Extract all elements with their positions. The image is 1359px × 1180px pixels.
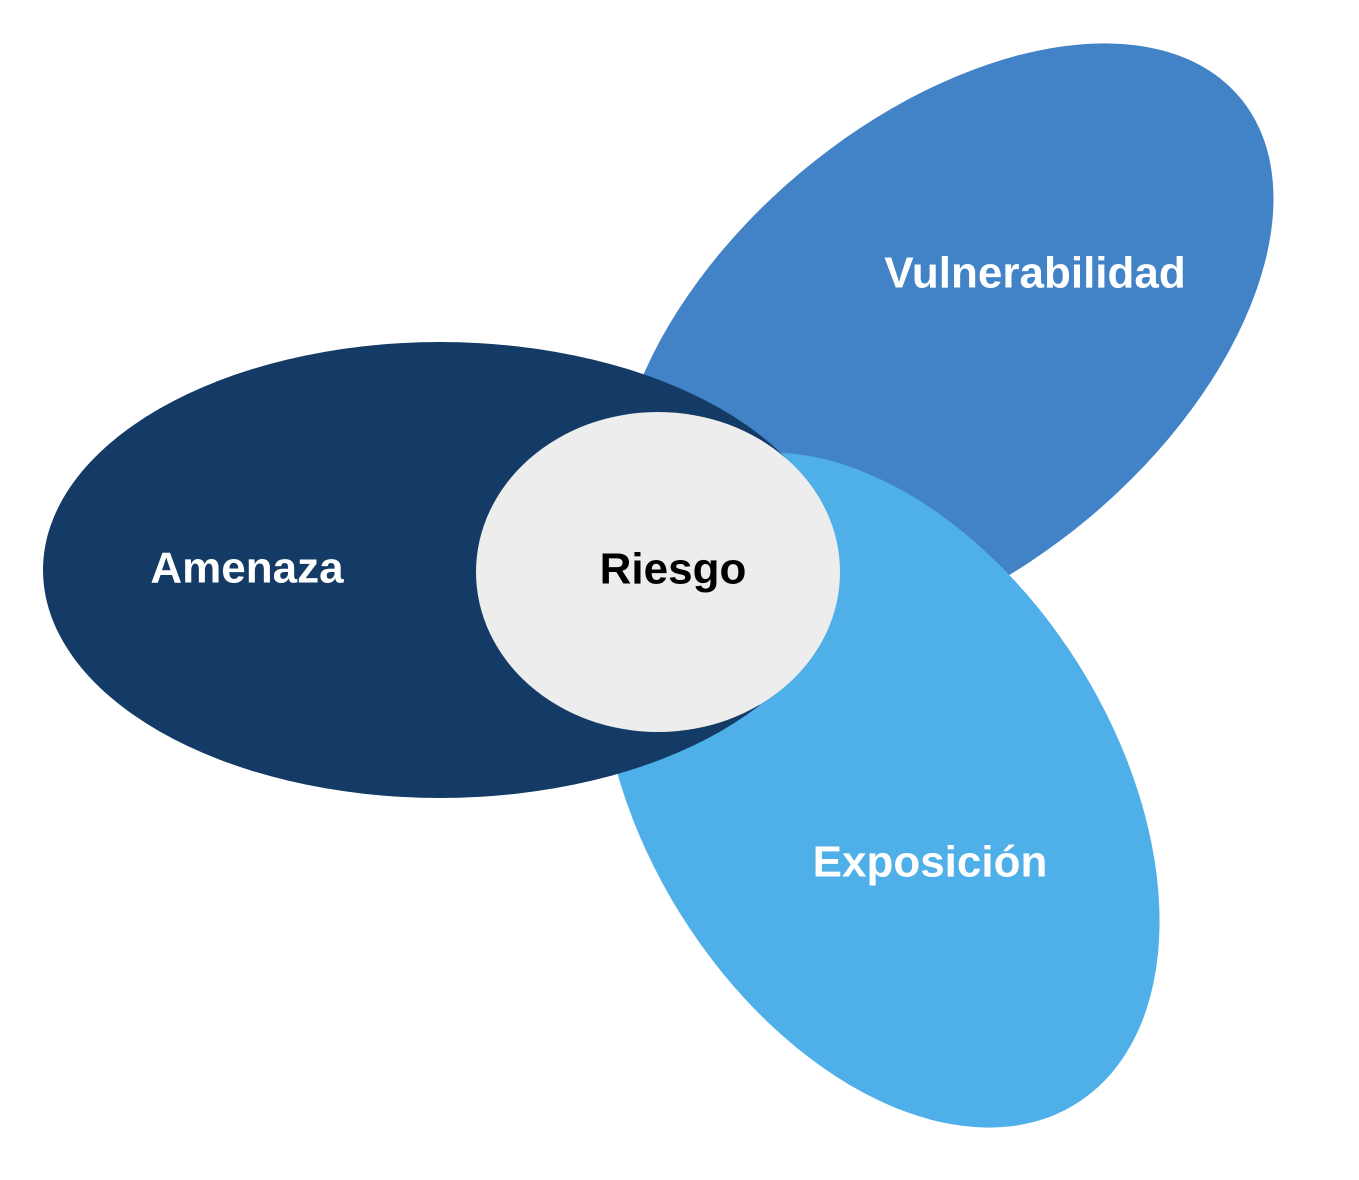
riesgo-label: Riesgo xyxy=(600,545,747,594)
riesgo-node: Riesgo xyxy=(476,412,840,732)
amenaza-label: Amenaza xyxy=(150,544,344,593)
riesgo-ellipse xyxy=(476,412,840,732)
vulnerabilidad-label: Vulnerabilidad xyxy=(884,249,1186,298)
exposicion-label: Exposición xyxy=(813,838,1048,887)
